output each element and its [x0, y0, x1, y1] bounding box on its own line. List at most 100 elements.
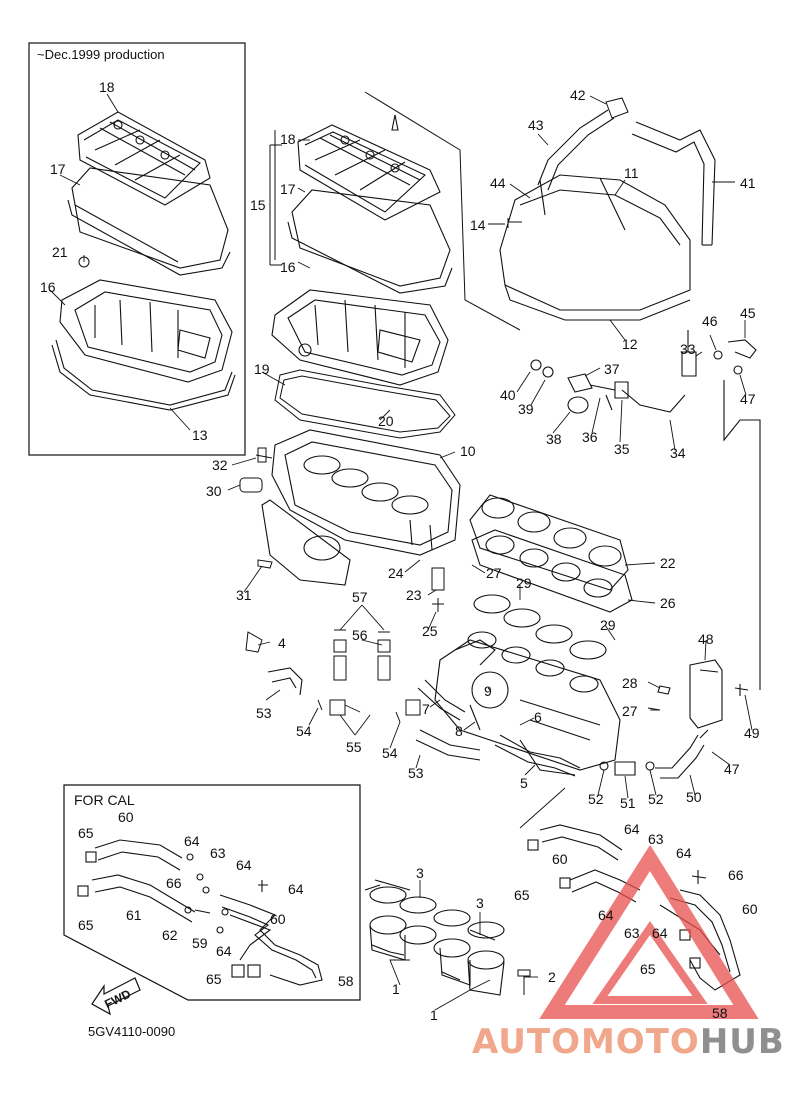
- part-label: 63: [624, 925, 640, 941]
- part-label: 39: [518, 401, 534, 417]
- part-label: 46: [702, 313, 718, 329]
- part-label: 64: [236, 857, 252, 873]
- part-label: 18: [280, 131, 296, 147]
- part-label: 7: [422, 701, 430, 717]
- part-label: 52: [588, 791, 604, 807]
- part-label: 45: [740, 305, 756, 321]
- cal-hoses: [77, 839, 323, 986]
- screw-14: [507, 218, 522, 228]
- part-label: 64: [288, 881, 304, 897]
- part-label: 5: [520, 775, 528, 791]
- part-label: 60: [742, 901, 758, 917]
- watermark-logo: [539, 844, 759, 1019]
- inset-case: [67, 167, 231, 276]
- part-label: 58: [338, 973, 354, 989]
- part-label: 11: [624, 165, 639, 181]
- part-label: 35: [614, 441, 630, 457]
- part-label: 57: [352, 589, 368, 605]
- part-label: 17: [280, 181, 296, 197]
- air-case: [287, 189, 453, 294]
- part-label: 64: [598, 907, 614, 923]
- part-label: 59: [192, 935, 208, 951]
- part-label: 23: [406, 587, 422, 603]
- inset-cover-grid: [77, 111, 211, 206]
- part-label: 27: [622, 703, 638, 719]
- part-label: 21: [52, 244, 68, 260]
- part-label: 47: [740, 391, 756, 407]
- part-label: 16: [280, 259, 296, 275]
- part-label: 43: [528, 117, 544, 133]
- clip-31: [257, 559, 273, 569]
- fwd-arrow: [91, 977, 141, 1016]
- part-label: 16: [40, 279, 56, 295]
- carburetor-assembly: [434, 631, 621, 776]
- carb-joints: [469, 494, 633, 660]
- small-fittings: [245, 567, 445, 723]
- part-label: 60: [552, 851, 568, 867]
- carb-hoses: [267, 667, 581, 777]
- part-label: 66: [728, 867, 744, 883]
- part-label: 10: [460, 443, 476, 459]
- part-label: 9: [484, 683, 492, 699]
- part-label: 26: [660, 595, 676, 611]
- inset-frame: [28, 42, 246, 456]
- part-label: 29: [516, 575, 532, 591]
- leader-lines: [49, 93, 753, 1011]
- part-label: 33: [680, 341, 696, 357]
- part-label: 18: [99, 79, 115, 95]
- part-label: 34: [670, 445, 686, 461]
- part-label: 63: [648, 831, 664, 847]
- part-label: 8: [455, 723, 463, 739]
- part-label: 65: [514, 887, 530, 903]
- part-label: 55: [346, 739, 362, 755]
- part-label: 64: [676, 845, 692, 861]
- part-label: 4: [278, 635, 286, 651]
- cal-box-title: FOR CAL: [74, 792, 135, 808]
- part-label: 15: [250, 197, 266, 213]
- part-label: 1: [430, 1007, 438, 1023]
- part-label: 31: [236, 587, 252, 603]
- screw-2: [517, 969, 531, 995]
- part-label: 64: [184, 833, 200, 849]
- hoses-upper: [537, 109, 716, 246]
- part-label: 29: [600, 617, 616, 633]
- part-label: 56: [352, 627, 368, 643]
- part-label: 2: [548, 969, 556, 985]
- part-label: 17: [50, 161, 66, 177]
- part-label: 38: [546, 431, 562, 447]
- part-label: 60: [118, 809, 134, 825]
- part-label: 1: [392, 981, 400, 997]
- part-label: 32: [212, 457, 228, 473]
- part-label: 3: [416, 865, 424, 881]
- part-label: 28: [622, 675, 638, 691]
- bolt-32: [255, 447, 273, 463]
- part-label: 37: [604, 361, 620, 377]
- part-label: 20: [378, 413, 394, 429]
- air-element: [271, 289, 449, 386]
- part-label: 61: [126, 907, 142, 923]
- part-label: 65: [640, 961, 656, 977]
- part-label: 36: [582, 429, 598, 445]
- gaskets: [274, 369, 456, 439]
- part-label: 6: [534, 709, 542, 725]
- part-label: 54: [296, 723, 312, 739]
- part-label: 51: [620, 795, 636, 811]
- part-label: 27: [486, 565, 502, 581]
- part-label: 54: [382, 745, 398, 761]
- part-label: 64: [652, 925, 668, 941]
- breather-parts: [530, 330, 761, 690]
- air-box-base: [261, 429, 461, 586]
- part-label: 14: [470, 217, 486, 233]
- part-label: 25: [422, 623, 438, 639]
- joint-42: [605, 97, 629, 119]
- part-label: 42: [570, 87, 586, 103]
- part-label: 60: [270, 911, 286, 927]
- part-label: 3: [476, 895, 484, 911]
- part-label: 65: [78, 917, 94, 933]
- part-label: 53: [256, 705, 272, 721]
- part-label: 19: [254, 361, 270, 377]
- funnels: [364, 879, 505, 996]
- inset-production-note: ~Dec.1999 production: [37, 47, 165, 62]
- part-label: 53: [408, 765, 424, 781]
